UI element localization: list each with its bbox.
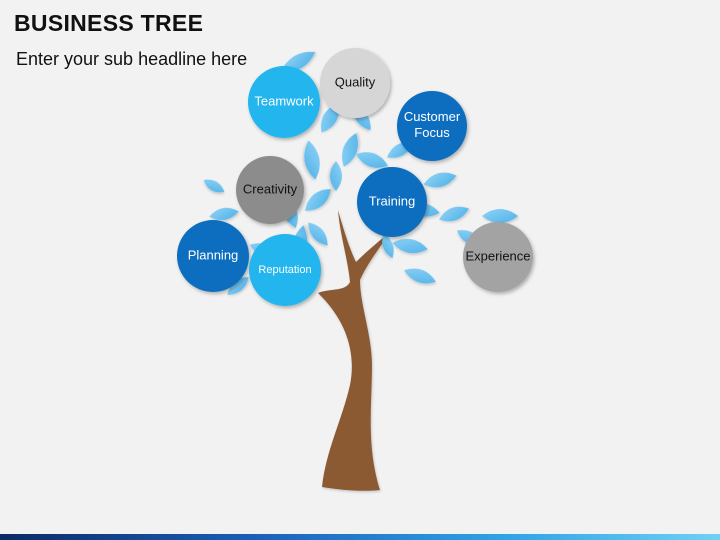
node-circle [249, 234, 321, 306]
leaf-shape [227, 277, 249, 295]
leaf-shape [482, 209, 518, 223]
page-title: BUSINESS TREE [14, 10, 204, 36]
node-experience: Experience [463, 222, 533, 292]
leaf-shape [438, 206, 470, 222]
node-planning: Planning [177, 220, 249, 292]
node-circle [397, 91, 467, 161]
footer-accent-bar [0, 534, 720, 540]
node-training: Training [357, 167, 427, 237]
leaf-shape [404, 268, 436, 284]
leaf-shape [308, 222, 328, 246]
leaf-shape [423, 172, 457, 188]
node-circle [357, 167, 427, 237]
node-label: Training [369, 193, 415, 208]
page-subtitle: Enter your sub headline here [16, 49, 248, 69]
leaf-shape [341, 133, 359, 167]
leaf-shape [330, 161, 342, 191]
node-label: Creativity [243, 181, 298, 196]
leaf-shape [209, 207, 239, 221]
leaf-shape [356, 152, 388, 168]
tree-trunk [318, 210, 390, 491]
node-teamwork: Teamwork [248, 66, 320, 138]
node-quality: Quality [320, 48, 390, 118]
node-label: Quality [335, 74, 376, 89]
node-circle [463, 222, 533, 292]
leaf-shape [304, 189, 332, 211]
node-circle [248, 66, 320, 138]
node-circle [177, 220, 249, 292]
node-label: Planning [188, 247, 239, 262]
node-label: Experience [465, 248, 530, 263]
node-circle [236, 156, 304, 224]
node-label: Teamwork [254, 93, 314, 108]
leaf-shape [392, 238, 428, 254]
leaf-shape [304, 140, 320, 180]
node-creativity: Creativity [236, 156, 304, 224]
node-label: Reputation [258, 264, 311, 276]
node-circle [320, 48, 390, 118]
leaf-shape [382, 233, 394, 259]
node-reputation: Reputation [249, 234, 321, 306]
leaf-shape [203, 179, 225, 193]
